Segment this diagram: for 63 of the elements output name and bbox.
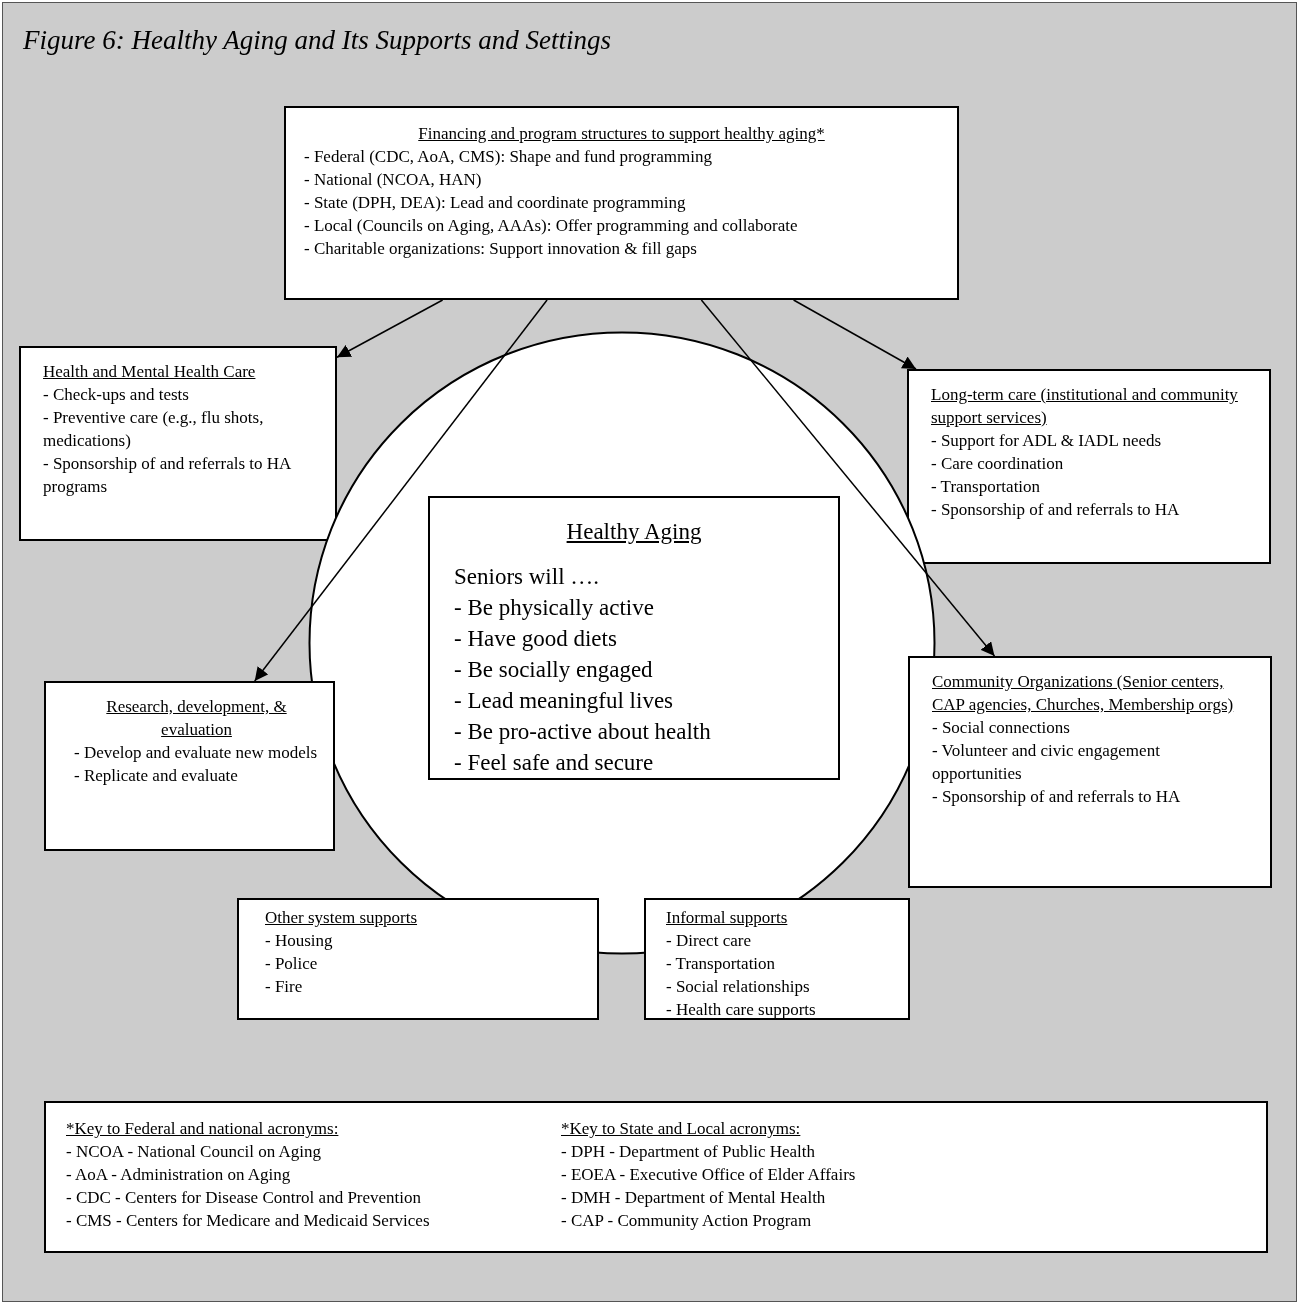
list-item: - Social connections	[932, 717, 1071, 739]
list-item: - CAP - Community Action Program	[561, 1210, 813, 1232]
arrow	[792, 299, 917, 370]
list-item: - Sponsorship of and referrals to HA	[932, 786, 1182, 808]
list-item: - Care coordination	[931, 453, 1065, 475]
text-box	[908, 656, 1272, 888]
list-item: - CMS - Centers for Medicare and Medicaid Services	[66, 1210, 431, 1232]
arrow	[253, 299, 548, 682]
text-box	[19, 346, 337, 541]
list-item: - National (NCOA, HAN)	[304, 169, 483, 191]
list-item: - Sponsorship of and referrals to HA programs	[43, 453, 292, 498]
list-item: - EOEA - Executive Office of Elder Affairs	[561, 1164, 856, 1186]
list-item: - Local (Councils on Aging, AAAs): Offer programming and collaborate	[304, 215, 799, 237]
box-heading: Community Organizations (Senior centers, CAP agencies, Churches, Membership orgs)	[932, 671, 1235, 716]
arrow	[336, 299, 444, 359]
list-item: - Be pro-active about health	[454, 718, 712, 746]
box-heading: Informal supports	[666, 907, 789, 929]
list-item: - NCOA - National Council on Aging	[66, 1141, 322, 1163]
list-item: - Transportation	[931, 476, 1042, 498]
list-item: - Federal (CDC, AoA, CMS): Shape and fund programming	[304, 146, 713, 168]
list-item: - Volunteer and civic engagement opportunities	[932, 740, 1161, 785]
figure-title: Figure 6: Healthy Aging and Its Supports and Settings	[23, 25, 611, 56]
box-heading: Healthy Aging	[565, 518, 703, 546]
arrow	[700, 299, 996, 657]
list-item: - Social relationships	[666, 976, 811, 998]
list-item: - Be physically active	[454, 594, 655, 622]
list-item: - CDC - Centers for Disease Control and Prevention	[66, 1187, 423, 1209]
list-item: - Be socially engaged	[454, 656, 654, 684]
list-item: - Charitable organizations: Support innovation & fill gaps	[304, 238, 698, 260]
box-heading: *Key to Federal and national acronyms:	[66, 1118, 340, 1140]
list-item: - Develop and evaluate new models	[74, 742, 319, 764]
list-item: - Lead meaningful lives	[454, 687, 675, 715]
list-item: - DMH - Department of Mental Health	[561, 1187, 827, 1209]
list-item: - Direct care	[666, 930, 752, 952]
box-heading: Health and Mental Health Care	[43, 361, 257, 383]
list-item: - Preventive care (e.g., flu shots, medications)	[43, 407, 265, 452]
list-item: - Health care supports	[666, 999, 817, 1021]
text-box	[44, 1101, 1268, 1253]
list-item: - Police	[265, 953, 319, 975]
box-heading: Other system supports	[265, 907, 419, 929]
box-heading: *Key to State and Local acronyms:	[561, 1118, 802, 1140]
list-item: - DPH - Department of Public Health	[561, 1141, 816, 1163]
text-box	[237, 898, 599, 1020]
box-heading: Long-term care (institutional and community support services)	[931, 384, 1239, 429]
box-heading: Research, development, & evaluation	[105, 696, 288, 741]
list-item: - State (DPH, DEA): Lead and coordinate programming	[304, 192, 687, 214]
list-item: - Replicate and evaluate	[74, 765, 239, 787]
text-box	[284, 106, 959, 300]
list-item: - Feel safe and secure	[454, 749, 655, 777]
text-box	[44, 681, 335, 851]
list-item: - Sponsorship of and referrals to HA	[931, 499, 1181, 521]
box-heading: Financing and program structures to support healthy aging*	[417, 123, 826, 145]
list-item: - Check-ups and tests	[43, 384, 190, 406]
list-item: - Support for ADL & IADL needs	[931, 430, 1163, 452]
list-item: - AoA - Administration on Aging	[66, 1164, 292, 1186]
text-box	[644, 898, 910, 1020]
list-item: - Housing	[265, 930, 334, 952]
central-text-box	[428, 496, 840, 780]
list-item: - Fire	[265, 976, 304, 998]
list-item: - Have good diets	[454, 625, 618, 653]
list-item: Seniors will ….	[454, 563, 601, 591]
list-item: - Transportation	[666, 953, 777, 975]
text-box	[907, 369, 1271, 564]
